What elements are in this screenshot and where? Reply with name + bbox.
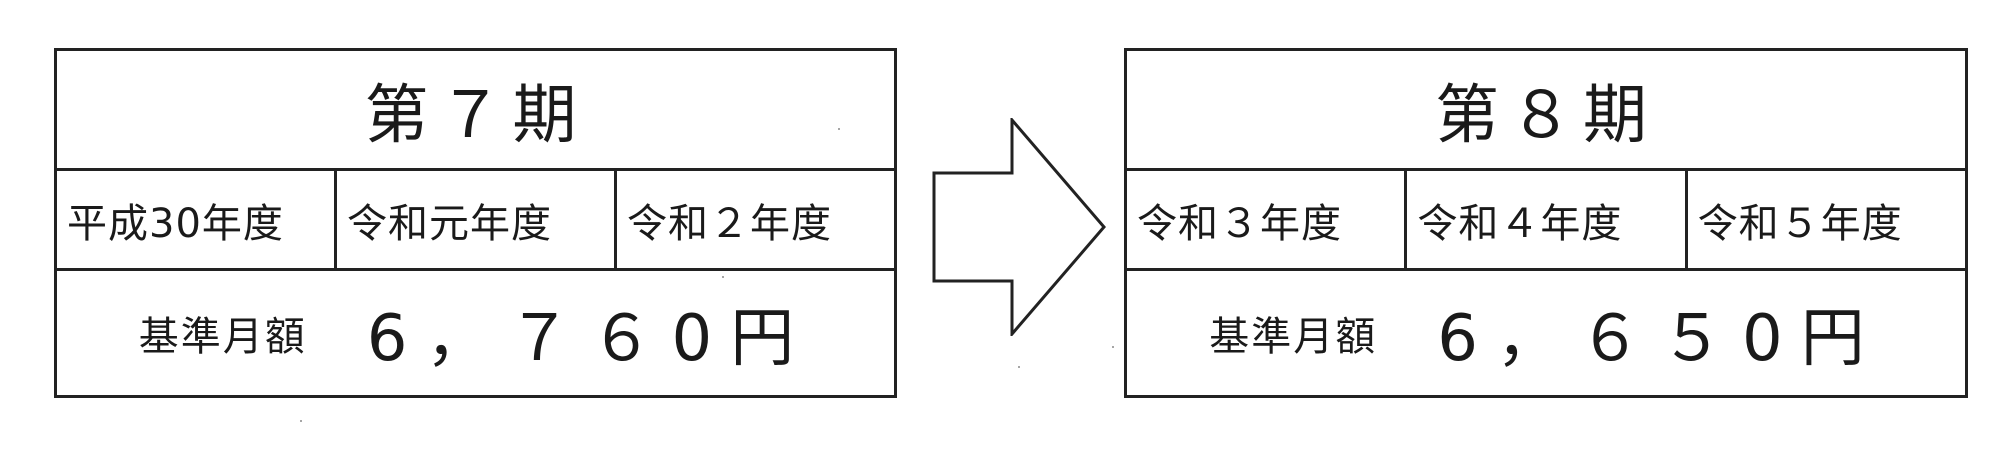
fiscal-years-row: 令和３年度 令和４年度 令和５年度 (1127, 171, 1965, 271)
period-title: 第８期 (1127, 51, 1965, 171)
fiscal-year-cell: 令和３年度 (1137, 200, 1342, 247)
fiscal-year-cell: 令和５年度 (1684, 171, 1965, 268)
period-8-table: 第８期 令和３年度 令和４年度 令和５年度 基準月額 6，６５0円 (1124, 48, 1968, 398)
scan-speck (300, 420, 302, 422)
fiscal-year-cell: 令和２年度 (614, 171, 894, 268)
base-monthly-amount-row: 基準月額 6，７６0円 (57, 271, 894, 395)
scan-speck (1112, 346, 1114, 348)
amount-value: 6，６５0円 (1437, 302, 1883, 376)
fiscal-years-row: 平成30年度 令和元年度 令和２年度 (57, 171, 894, 271)
base-monthly-amount-row: 基準月額 6，６５0円 (1127, 271, 1965, 395)
amount-value: 6，７６0円 (366, 302, 813, 376)
fiscal-year-cell: 令和４年度 (1404, 171, 1684, 268)
scan-speck (722, 276, 724, 278)
amount-label: 基準月額 (1209, 314, 1378, 360)
amount-label: 基準月額 (138, 314, 307, 360)
period-7-table: 第７期 平成30年度 令和元年度 令和２年度 基準月額 6，７６0円 (54, 48, 897, 398)
scan-speck (1018, 366, 1020, 368)
fiscal-year-cell: 令和元年度 (334, 171, 614, 268)
period-title: 第７期 (57, 51, 894, 171)
fiscal-year-cell: 平成30年度 (67, 200, 284, 247)
right-arrow-icon (932, 118, 1106, 336)
scan-speck (838, 128, 840, 130)
